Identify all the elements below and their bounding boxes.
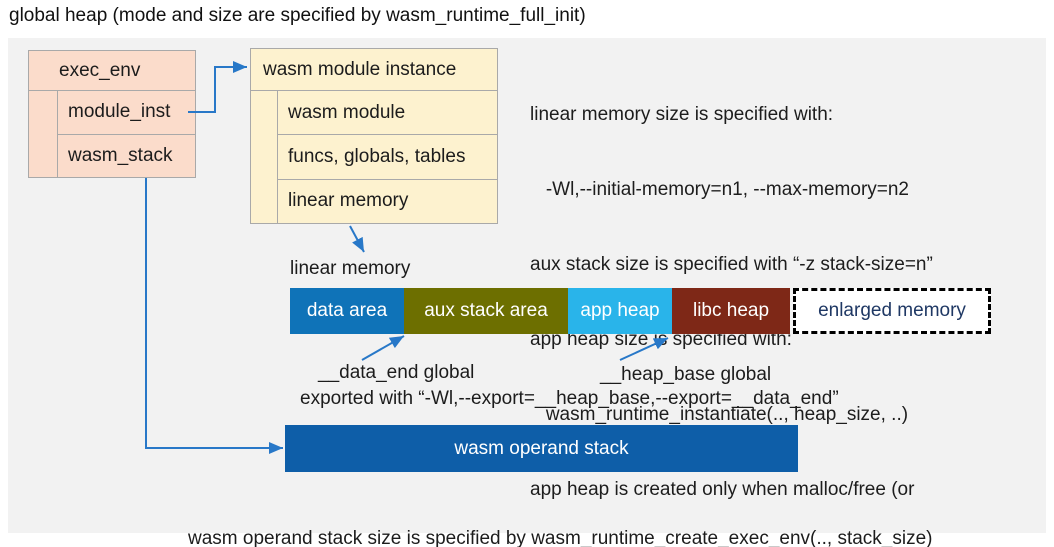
footer-text-block: wasm operand stack size is specified by … bbox=[188, 478, 933, 547]
segment-data-area: data area bbox=[290, 288, 404, 334]
module-instance-rows: wasm module funcs, globals, tables linea… bbox=[277, 91, 497, 223]
data-end-global-label: __data_end global bbox=[318, 362, 475, 383]
footer-line: wasm operand stack size is specified by … bbox=[188, 528, 933, 547]
note-line: app heap size is specified with: bbox=[530, 329, 792, 350]
exec-env-row-module-inst: module_inst bbox=[58, 91, 195, 135]
exec-env-rows: module_inst wasm_stack bbox=[57, 91, 195, 177]
instance-row-funcs-globals-tables: funcs, globals, tables bbox=[278, 135, 497, 180]
module-instance-box: wasm module instance wasm module funcs, … bbox=[250, 48, 498, 224]
diagram-title: global heap (mode and size are specified… bbox=[9, 5, 586, 26]
segment-libc-heap: libc heap bbox=[672, 288, 790, 334]
heap-base-global-label: __heap_base global bbox=[600, 364, 772, 385]
segment-app-heap: app heap bbox=[568, 288, 672, 334]
instance-row-linear-memory: linear memory bbox=[288, 190, 409, 212]
exec-env-header: exec_env bbox=[29, 51, 195, 91]
note-line: linear memory size is specified with: bbox=[530, 104, 834, 125]
wasm-operand-stack-bar: wasm operand stack bbox=[285, 425, 798, 472]
exec-env-box: exec_env module_inst wasm_stack bbox=[28, 50, 196, 178]
linear-memory-bar: data area aux stack area app heap libc h… bbox=[290, 288, 991, 334]
exec-env-row-wasm-stack: wasm_stack bbox=[68, 144, 173, 166]
note-line: -Wl,--initial-memory=n1, --max-memory=n2 bbox=[530, 179, 909, 200]
note-line: wasm_runtime_instantiate(.., heap_size, … bbox=[530, 404, 909, 425]
segment-enlarged-memory: enlarged memory bbox=[793, 288, 991, 334]
segment-aux-stack-area: aux stack area bbox=[404, 288, 568, 334]
linear-memory-label: linear memory bbox=[290, 258, 411, 279]
notes-text-block: linear memory size is specified with: -W… bbox=[530, 52, 933, 547]
instance-row-wasm-module: wasm module bbox=[278, 91, 497, 136]
note-line: aux stack size is specified with “-z sta… bbox=[530, 254, 933, 275]
exported-with-label: exported with “-Wl,--export=__heap_base,… bbox=[300, 388, 839, 409]
note-line: app heap is created only when malloc/fre… bbox=[530, 479, 915, 500]
module-instance-header: wasm module instance bbox=[251, 49, 497, 91]
